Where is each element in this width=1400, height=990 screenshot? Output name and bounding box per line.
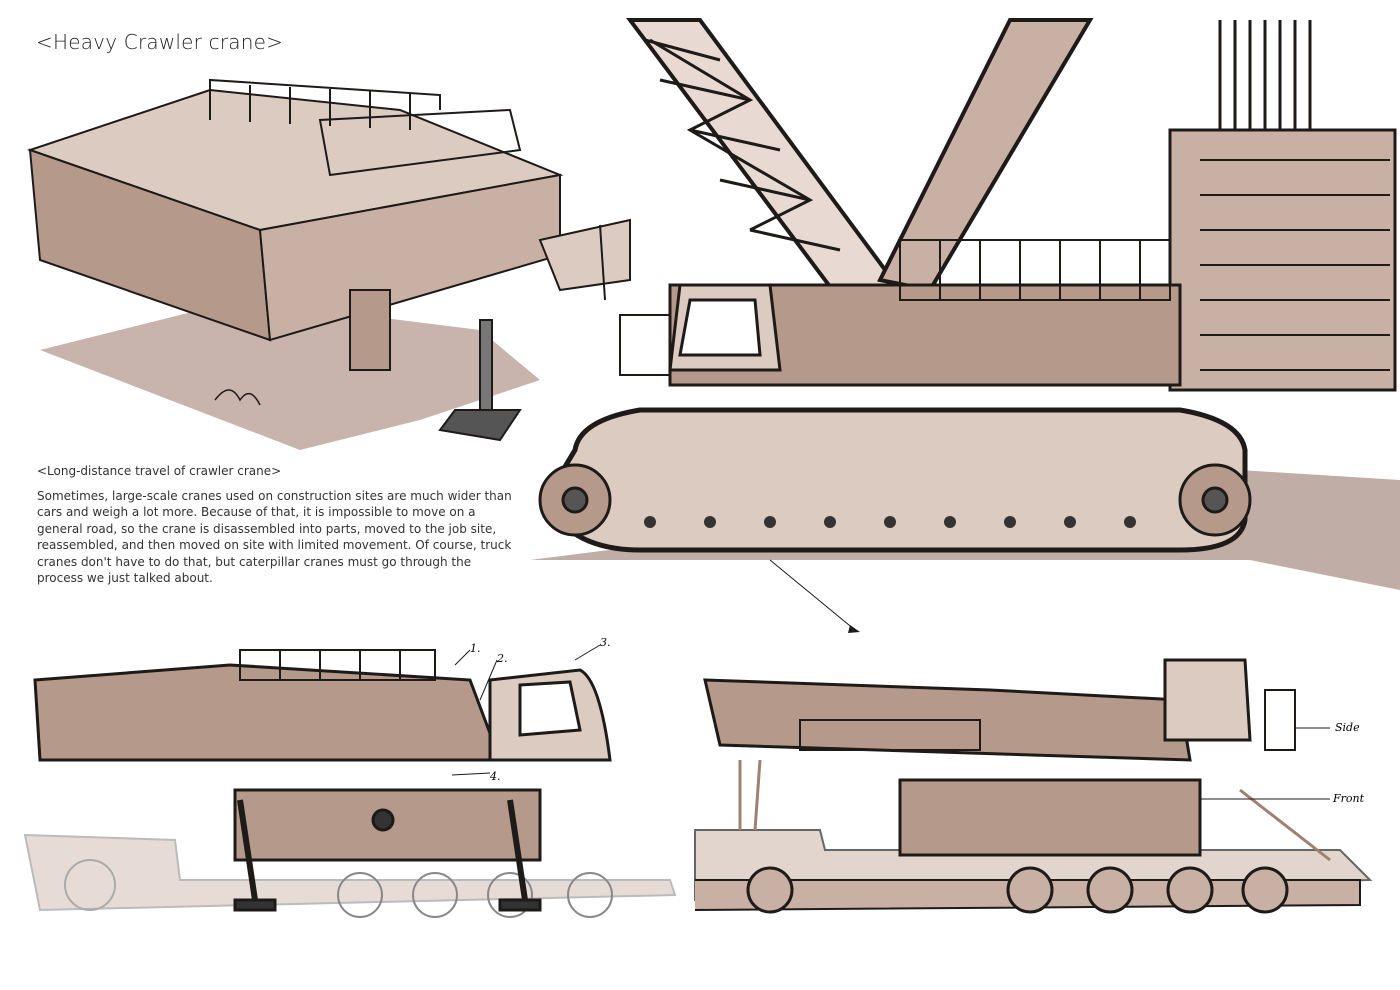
section-heading: <Long-distance travel of crawler crane>	[37, 464, 282, 478]
callout-3: 3.	[600, 636, 611, 649]
trailer-transport-sketch-1	[23, 644, 677, 918]
section-body: Sometimes, large-scale cranes used on co…	[37, 489, 512, 586]
callout-4: 4.	[489, 770, 501, 783]
side-label: Side	[1335, 721, 1360, 734]
callout-2: 2.	[496, 652, 508, 665]
page-title: <Heavy Crawler crane>	[36, 30, 284, 54]
crawler-crane-sketch	[530, 18, 1400, 633]
callout-1: 1.	[470, 642, 481, 655]
front-label: Front	[1332, 792, 1365, 805]
upper-body-perspective-sketch	[26, 78, 631, 450]
trailer-transport-sketch-2	[694, 658, 1373, 914]
